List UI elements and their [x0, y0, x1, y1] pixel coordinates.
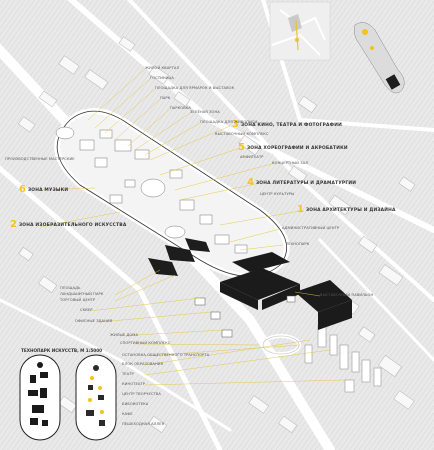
callout-label: ЦЕНТР ТВОРЧЕСТВА — [122, 392, 161, 396]
zone-label: ЗОНА ЛИТЕРАТУРЫ И ДРАМАТУРГИИ — [255, 180, 357, 186]
callout-label: ПЕШЕХОДНАЯ АЛЛЕЯ — [122, 422, 165, 426]
zone-label: ЗОНА АРХИТЕКТУРЫ И ДИЗАЙНА — [305, 207, 396, 213]
industrial-block — [220, 252, 352, 330]
zone-3: 3 ЗОНА КИНО, ТЕАТРА И ФОТОГРАФИИ — [232, 120, 342, 130]
pavilions — [194, 295, 296, 338]
callout-label: ГОСТИНИЦА — [150, 76, 174, 80]
zone-5: 5 ЗОНА ХОРЕОГРАФИИ И АКРОБАТИКИ — [238, 143, 348, 153]
callout-label: ПАРК — [160, 96, 171, 100]
leader-lines — [39, 68, 346, 386]
mini-site-plan — [353, 22, 405, 94]
plan-title: ТЕХНОПАРК ИСКУССТВ, М 1:5000 — [21, 348, 103, 353]
zone-number: 5 — [238, 142, 245, 153]
callout-label: БИБЛИОТЕКА — [122, 402, 149, 406]
surrounding-buildings — [17, 36, 416, 434]
callout-label: ЗЕЛЁНАЯ ЗОНА — [190, 110, 220, 114]
zone-label: ЗОНА КИНО, ТЕАТРА И ФОТОГРАФИИ — [240, 122, 342, 128]
callout-label: ВЫСТАВОЧНЫЙ ПАВИЛЬОН — [320, 293, 374, 297]
callout-label: КОНЦЕРТНЫЙ ЗАЛ — [272, 161, 309, 165]
callout-label: СКВЕР — [80, 308, 93, 312]
callout-label: АМФИТЕАТР — [240, 155, 264, 159]
callout-label: БЛОК ОБРАЗОВАНИЯ — [122, 362, 164, 366]
callout-label: ПАРКОВКА — [170, 106, 191, 110]
zone-label: ЗОНА ХОРЕОГРАФИИ И АКРОБАТИКИ — [246, 145, 348, 151]
callout-label: ЦЕНТР КУЛЬТУРЫ — [260, 192, 295, 196]
callout-label: АДМИНИСТРАТИВНЫЙ ЦЕНТР — [282, 226, 340, 230]
callout-label: ВЫСТАВОЧНЫЙ КОМПЛЕКС — [215, 132, 269, 136]
callout-label: ЖИЛОЙ КВАРТАЛ — [145, 66, 180, 70]
location-map — [269, 1, 331, 61]
callout-label: ТЕАТР — [122, 372, 134, 376]
plan-icons — [19, 354, 117, 441]
callout-label: ОФИСНЫЕ ЗДАНИЯ — [75, 319, 113, 323]
zone-6: 6 ЗОНА МУЗЫКИ — [19, 185, 68, 195]
zone-1: 1 ЗОНА АРХИТЕКТУРЫ И ДИЗАЙНА — [297, 205, 396, 215]
zone-label: ЗОНА ИЗОБРАЗИТЕЛЬНОГО ИСКУССТВА — [18, 222, 127, 228]
callout-label: КАФЕ — [122, 412, 133, 416]
callout-label: ОСТАНОВКА ОБЩЕСТВЕННОГО ТРАНСПОРТА — [122, 353, 210, 357]
zone-number: 1 — [297, 204, 304, 215]
callout-label: ПЛОЩАДКА ДЛЯ ЖИВОПИСИ — [200, 120, 258, 124]
callout-label: ТЕХНОПАРК — [286, 242, 310, 246]
callout-label: ЛАНДШАФТНЫЙ ПАРК — [60, 292, 104, 296]
zone-2: 2 ЗОНА ИЗОБРАЗИТЕЛЬНОГО ИСКУССТВА — [10, 220, 126, 230]
zone-number: 6 — [19, 184, 26, 195]
callout-label: ЖИЛЫЕ ДОМА — [110, 333, 139, 337]
zone-4: 4 ЗОНА ЛИТЕРАТУРЫ И ДРАМАТУРГИИ — [247, 178, 356, 188]
zone-number: 3 — [232, 119, 239, 130]
zone-number: 2 — [10, 219, 17, 230]
callout-label: СПОРТИВНЫЙ КОМПЛЕКС — [120, 341, 171, 345]
callout-label: КИНОТЕАТР — [122, 382, 145, 386]
callout-label: ПРОИЗВОДСТВЕННЫЕ МАСТЕРСКИЕ — [5, 157, 75, 161]
callout-label: ТОРГОВЫЙ ЦЕНТР — [60, 298, 96, 302]
callout-label: ПЛОЩАДКА ДЛЯ ЯРМАРОК И ВЫСТАВОК — [155, 86, 235, 90]
callout-label: ПЛОЩАДЬ — [60, 286, 81, 290]
tower-buildings — [304, 324, 382, 393]
campus-oval — [54, 108, 290, 280]
zone-number: 4 — [247, 177, 254, 188]
zone-label: ЗОНА МУЗЫКИ — [27, 187, 69, 193]
